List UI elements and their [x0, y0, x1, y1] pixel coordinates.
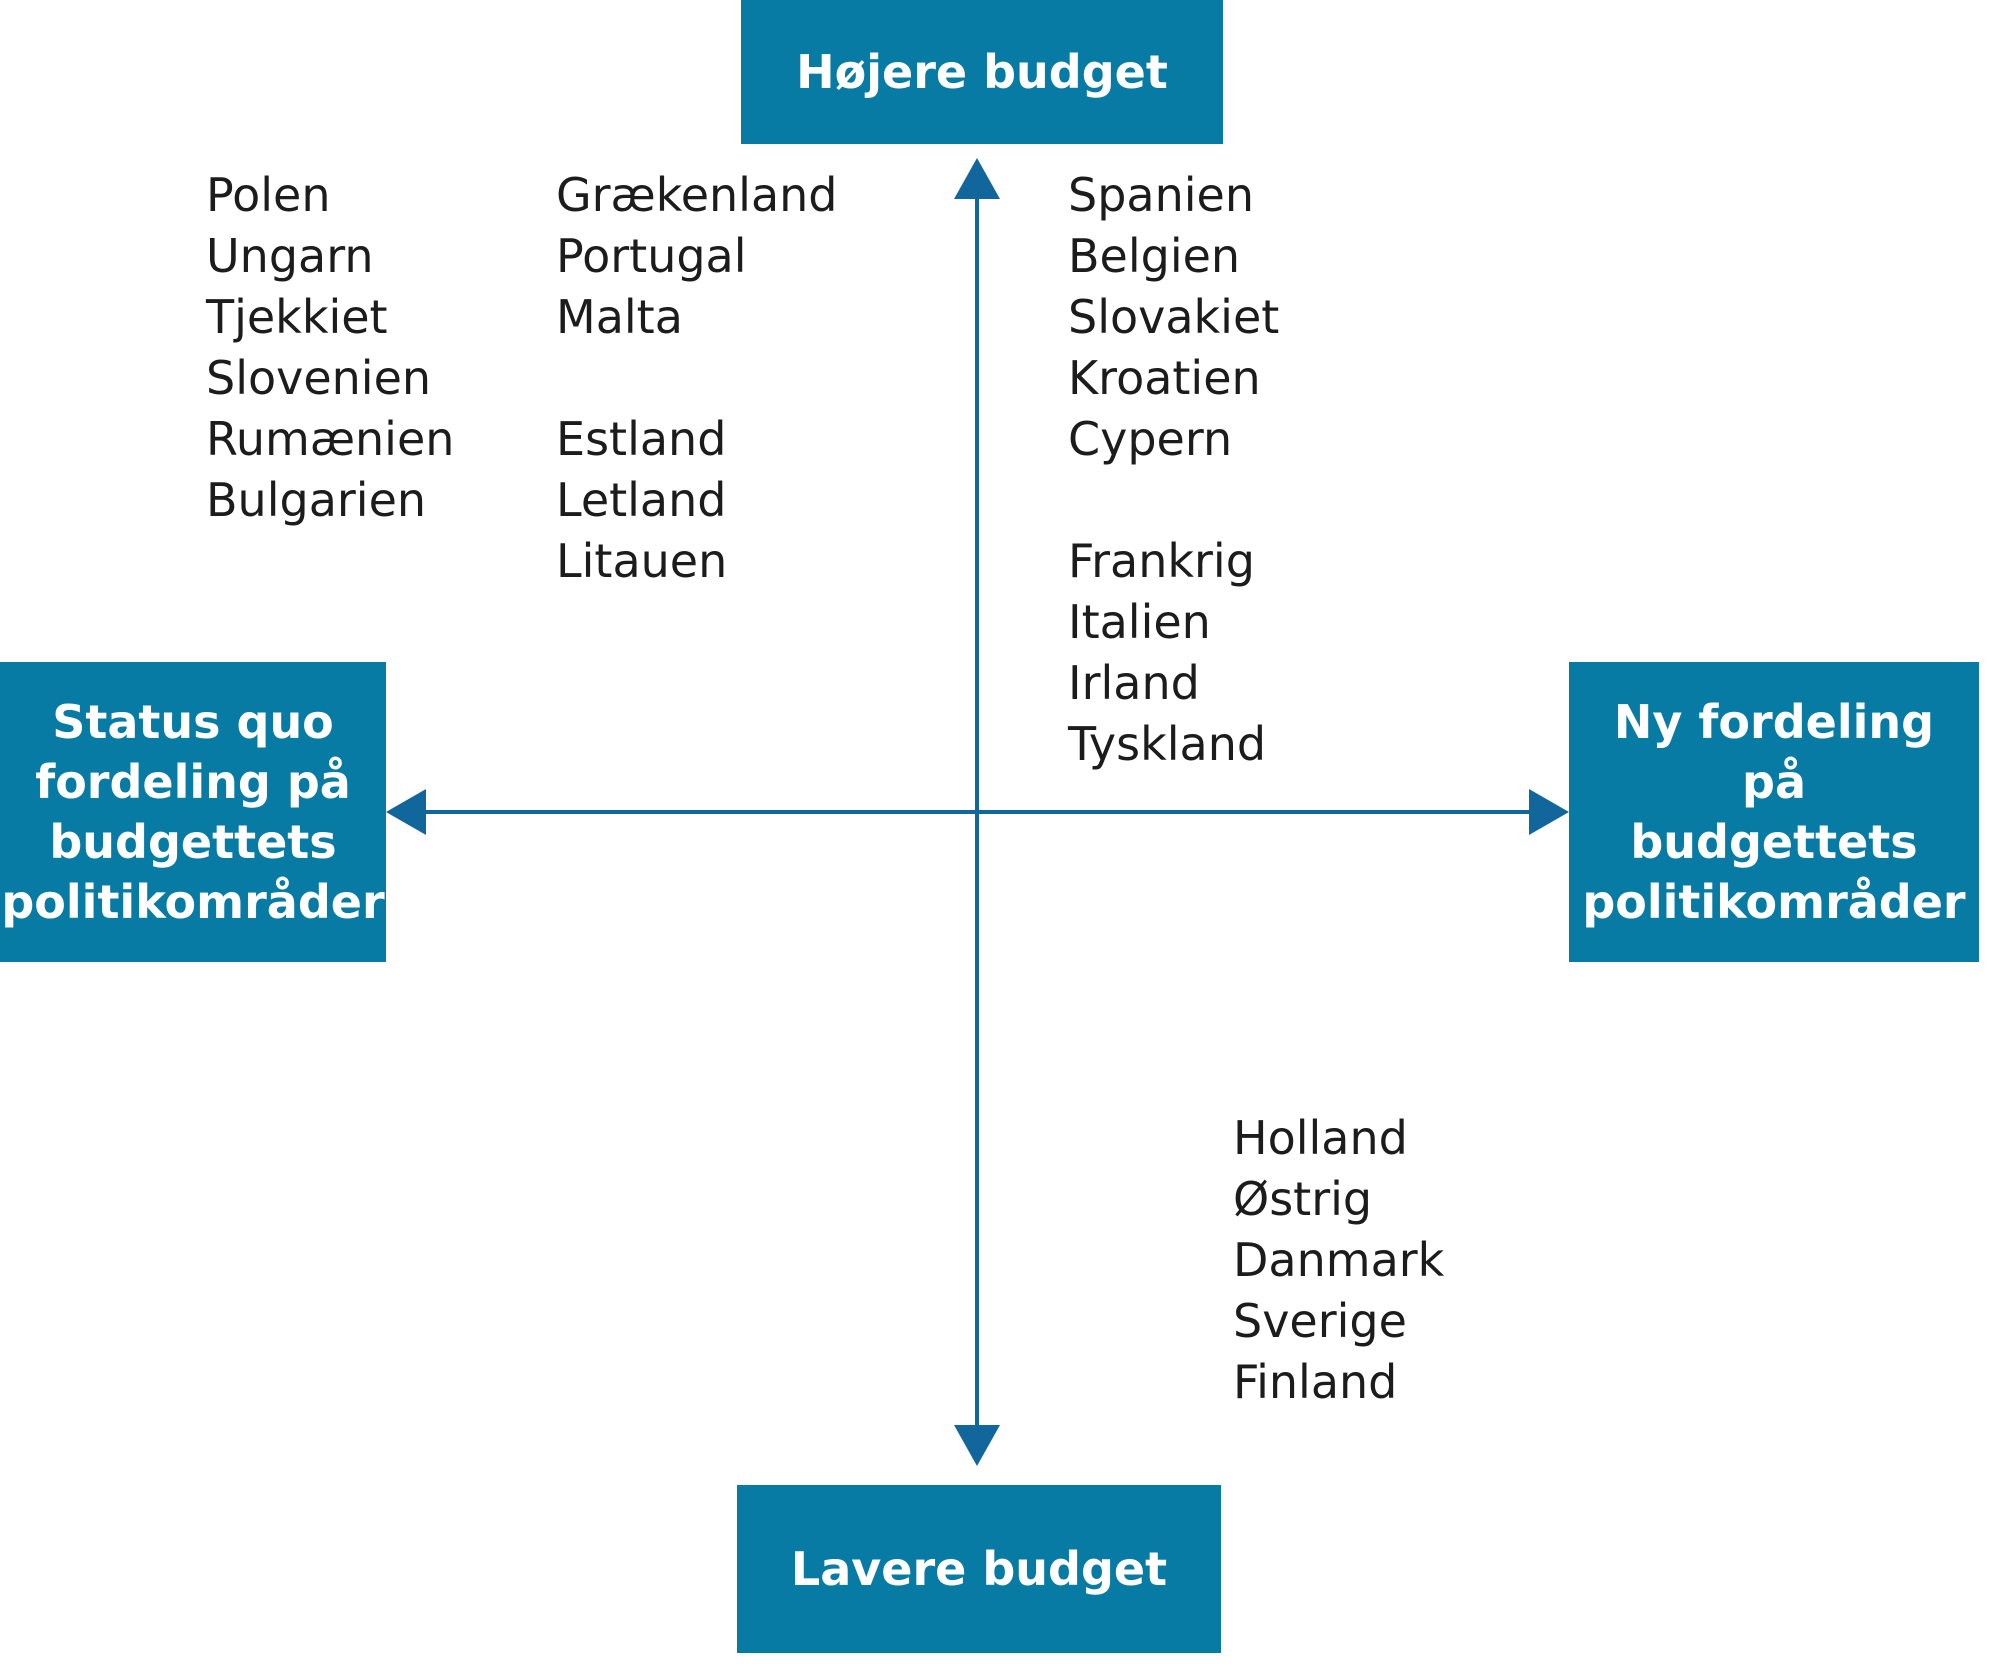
country-label: Sverige: [1233, 1294, 1407, 1348]
country-label: Malta: [556, 290, 683, 344]
country-group-upper-right: Spanien Belgien Slovakiet Kroatien Cyper…: [1068, 165, 1279, 775]
country-group-upper-left-1: Polen Ungarn Tjekkiet Slovenien Rumænien…: [206, 165, 454, 531]
country-label: Estland: [556, 412, 727, 466]
country-label: Ungarn: [206, 229, 374, 283]
arrow-left-icon: [386, 789, 426, 835]
axis-label-line: budgettets: [49, 815, 337, 869]
country-label: Bulgarien: [206, 473, 427, 527]
arrow-right-icon: [1529, 789, 1569, 835]
country-label: Belgien: [1068, 229, 1241, 283]
arrow-up-icon: [954, 158, 1000, 199]
axis-label-text: Lavere budget: [790, 1542, 1168, 1596]
country-label: Frankrig: [1068, 534, 1255, 588]
country-label: Letland: [556, 473, 727, 527]
axis-label-line: politikområder: [1582, 875, 1966, 929]
country-label: Østrig: [1233, 1172, 1373, 1226]
spacer: [1068, 470, 1279, 531]
country-label: Polen: [206, 168, 331, 222]
country-label: Italien: [1068, 595, 1211, 649]
country-label: Slovenien: [206, 351, 432, 405]
axis-label-higher-budget: Højere budget: [741, 0, 1223, 144]
spacer: [556, 348, 838, 409]
country-label: Kroatien: [1068, 351, 1261, 405]
axis-label-line: budgettets: [1630, 815, 1918, 869]
country-label: Tyskland: [1068, 717, 1267, 771]
axis-label-status-quo: Status quo fordeling på budgettets polit…: [0, 662, 386, 962]
country-label: Tjekkiet: [206, 290, 388, 344]
country-label: Portugal: [556, 229, 747, 283]
country-label: Danmark: [1233, 1233, 1445, 1287]
axis-label-line: Ny fordeling på: [1613, 695, 1935, 809]
country-group-lower-right: Holland Østrig Danmark Sverige Finland: [1233, 1108, 1444, 1413]
axis-label-new-distribution: Ny fordeling på budgettets politikområde…: [1569, 662, 1979, 962]
country-label: Slovakiet: [1068, 290, 1280, 344]
axis-label-text: Højere budget: [796, 45, 1168, 99]
axis-label-line: politikområder: [1, 875, 385, 929]
arrow-down-icon: [954, 1425, 1000, 1466]
country-label: Rumænien: [206, 412, 455, 466]
country-label: Spanien: [1068, 168, 1254, 222]
country-label: Cypern: [1068, 412, 1233, 466]
axis-label-lower-budget: Lavere budget: [737, 1485, 1221, 1653]
country-label: Finland: [1233, 1355, 1398, 1409]
country-label: Irland: [1068, 656, 1200, 710]
axis-label-line: Status quo: [52, 695, 334, 749]
axis-label-line: fordeling på: [35, 755, 351, 809]
country-label: Litauen: [556, 534, 728, 588]
country-group-upper-left-2: Grækenland Portugal Malta Estland Letlan…: [556, 165, 838, 592]
country-label: Grækenland: [556, 168, 838, 222]
country-label: Holland: [1233, 1111, 1408, 1165]
